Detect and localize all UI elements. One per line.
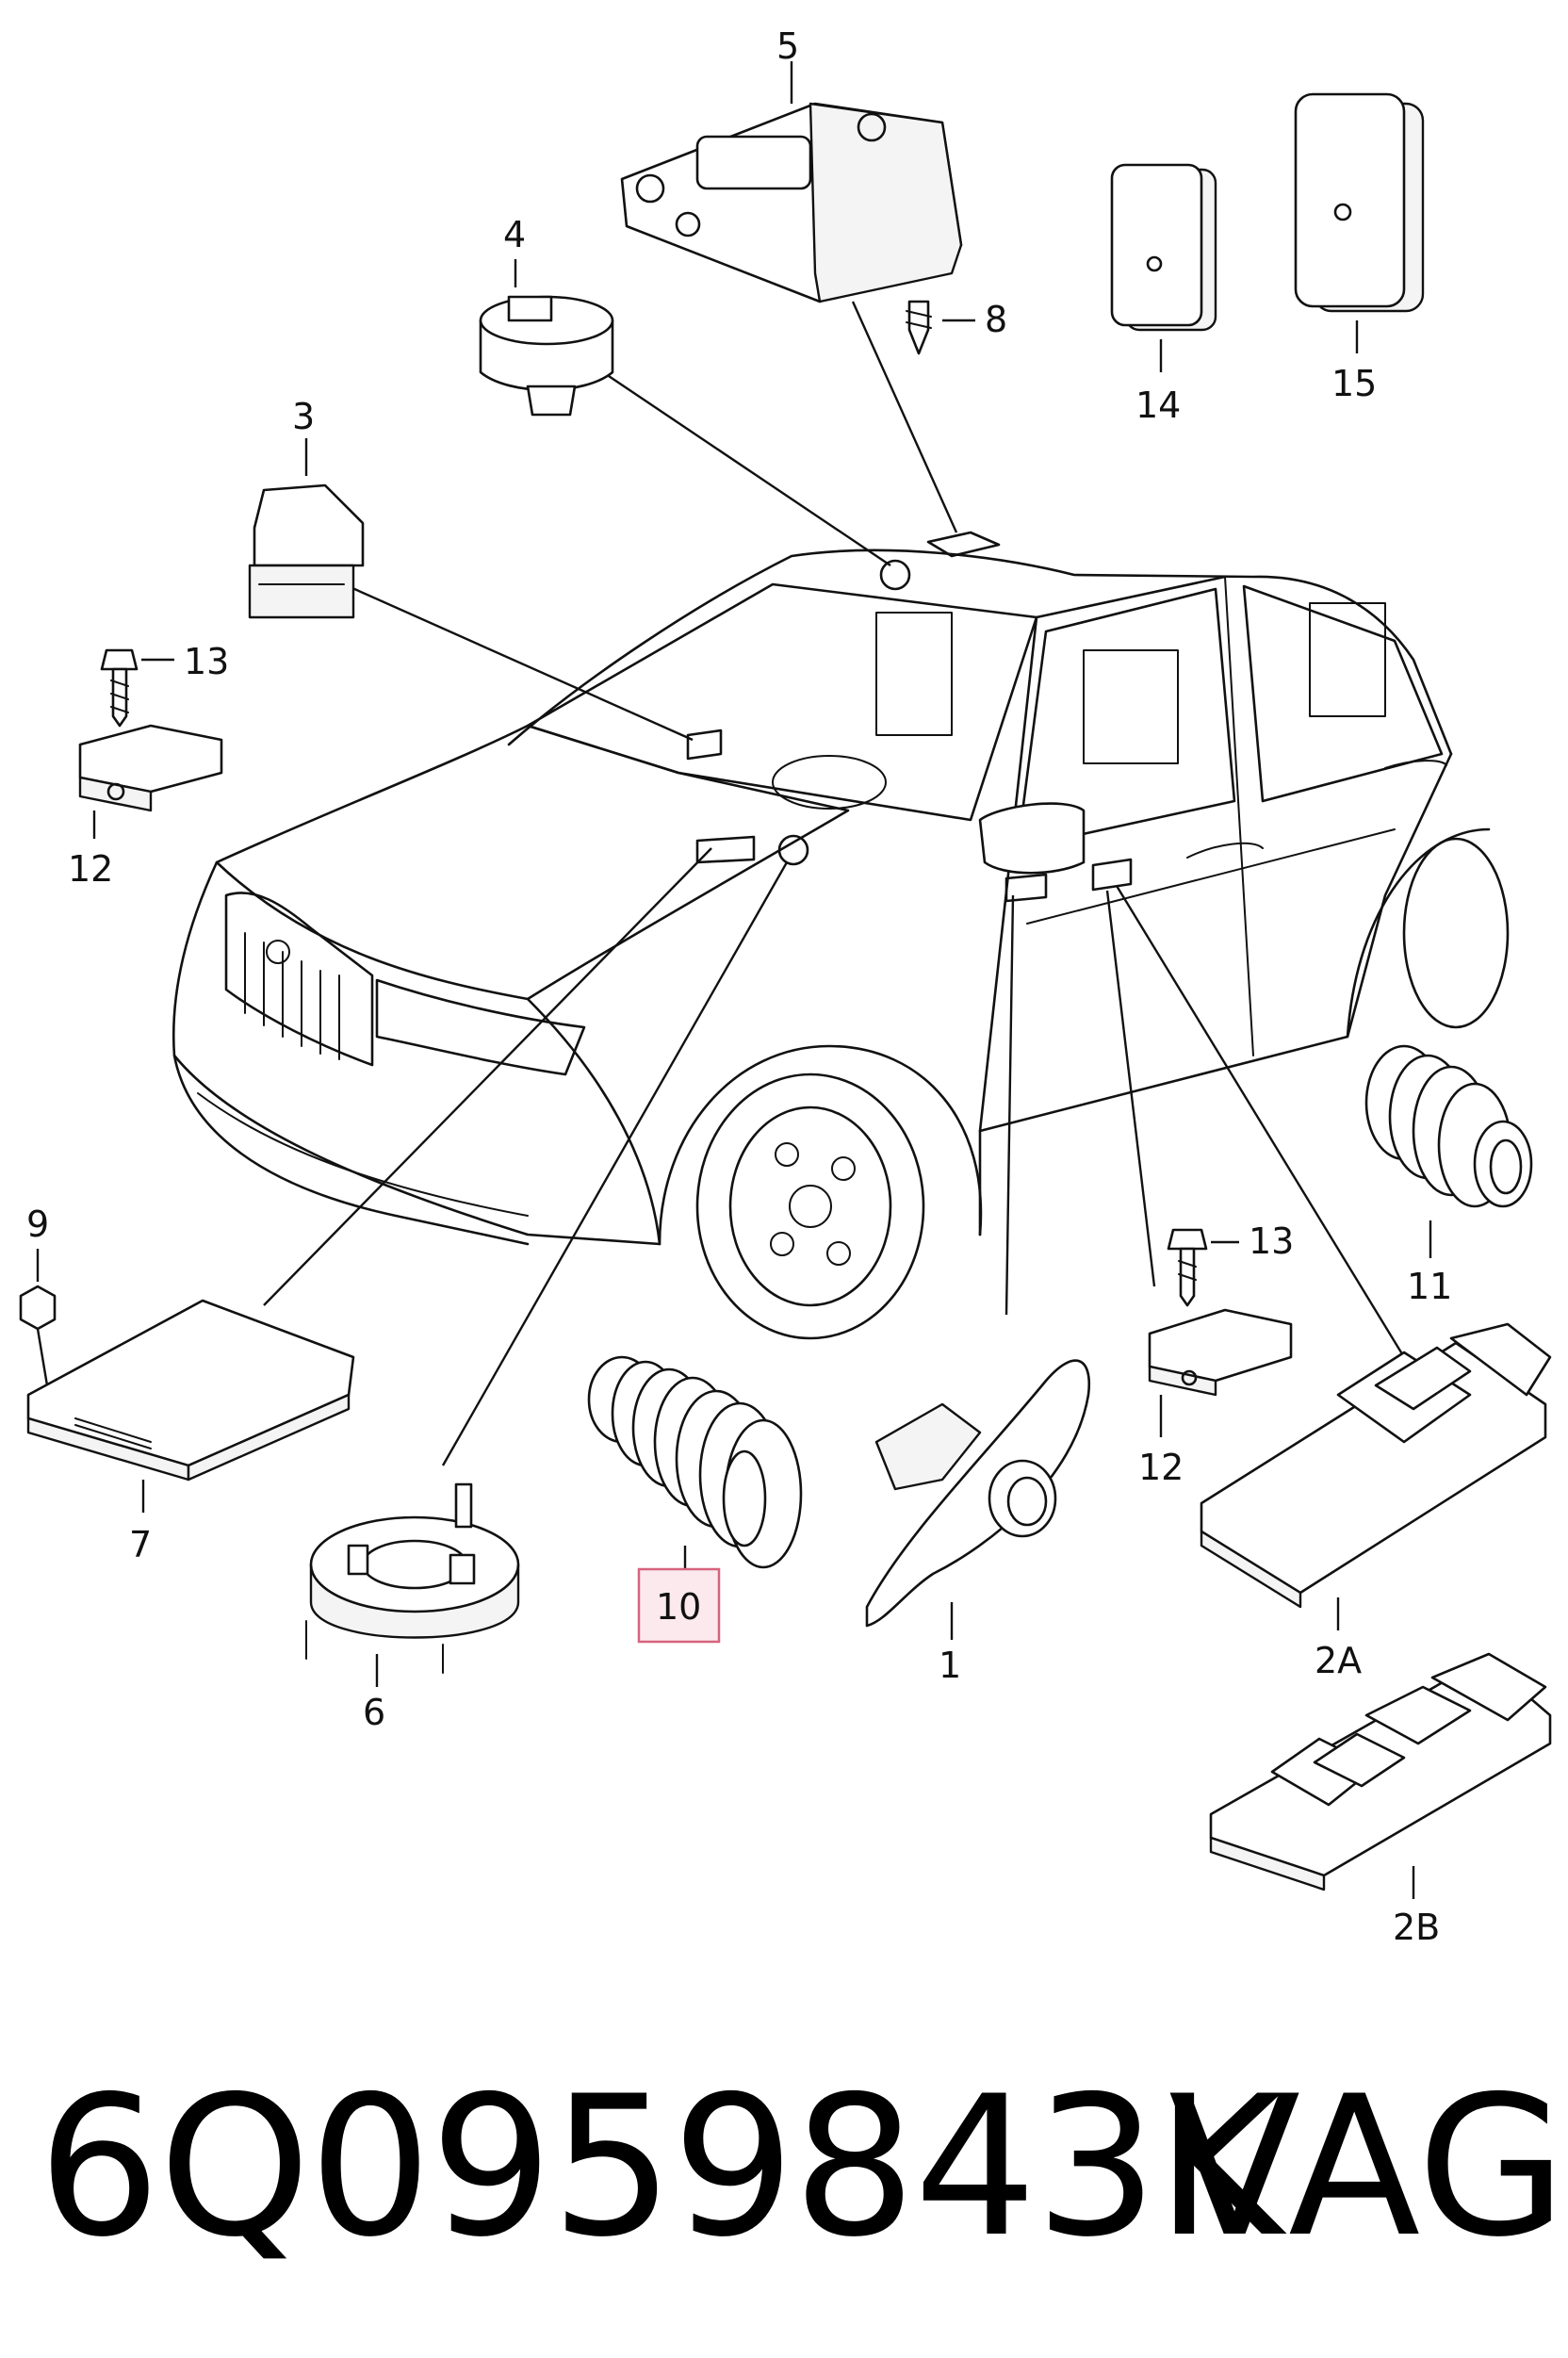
callout-11: 11 — [1407, 1266, 1452, 1307]
brand-label: VAG — [1168, 2055, 1567, 2280]
part-13-bolt-left — [100, 648, 174, 728]
part-5-roof-module — [620, 61, 975, 355]
callout-2b: 2B — [1393, 1907, 1440, 1948]
callout-9: 9 — [26, 1204, 49, 1245]
callout-14: 14 — [1135, 385, 1181, 426]
part-10-coil-sheath — [587, 1355, 803, 1579]
callout-13-right: 13 — [1249, 1220, 1294, 1262]
part-1-mirror-trim — [865, 1359, 1091, 1640]
part-12-sensor-right — [1148, 1308, 1293, 1437]
part-number-label: 6Q0959843K — [38, 2055, 1282, 2280]
callout-13-left: 13 — [184, 641, 229, 682]
part-2b-window-switch — [1209, 1652, 1552, 1899]
callout-7: 7 — [129, 1524, 152, 1565]
part-14-plate — [1110, 163, 1217, 372]
part-2a-window-switch — [1200, 1322, 1552, 1630]
highlight-box-part-10 — [637, 1567, 721, 1644]
callout-labels: 5 4 8 14 15 3 13 12 9 7 6 10 1 13 12 11 … — [26, 25, 1452, 1948]
callout-8: 8 — [985, 299, 1007, 340]
part-3-switch — [248, 438, 365, 619]
callout-10: 10 — [656, 1586, 701, 1628]
callout-6: 6 — [363, 1692, 385, 1733]
callout-5: 5 — [776, 25, 799, 67]
callout-3: 3 — [292, 396, 315, 437]
callout-12-right: 12 — [1138, 1447, 1184, 1488]
callout-1: 1 — [939, 1645, 961, 1686]
callout-15: 15 — [1331, 363, 1377, 404]
part-11-coil-sheath — [1364, 1044, 1533, 1258]
part-15-plate — [1294, 92, 1425, 353]
callout-12-left: 12 — [68, 848, 113, 890]
part-9-nut — [19, 1249, 57, 1386]
part-13-bolt-right — [1167, 1228, 1239, 1307]
part-6-clock-spring — [305, 1482, 520, 1687]
car-illustration — [172, 531, 1510, 1340]
part-12-sensor-left — [78, 724, 223, 839]
leader-lines — [263, 301, 1406, 1466]
callout-2a: 2A — [1315, 1640, 1362, 1681]
part-4-sensor — [479, 259, 614, 417]
callout-4: 4 — [503, 214, 526, 255]
part-7-control-unit — [26, 1299, 355, 1513]
